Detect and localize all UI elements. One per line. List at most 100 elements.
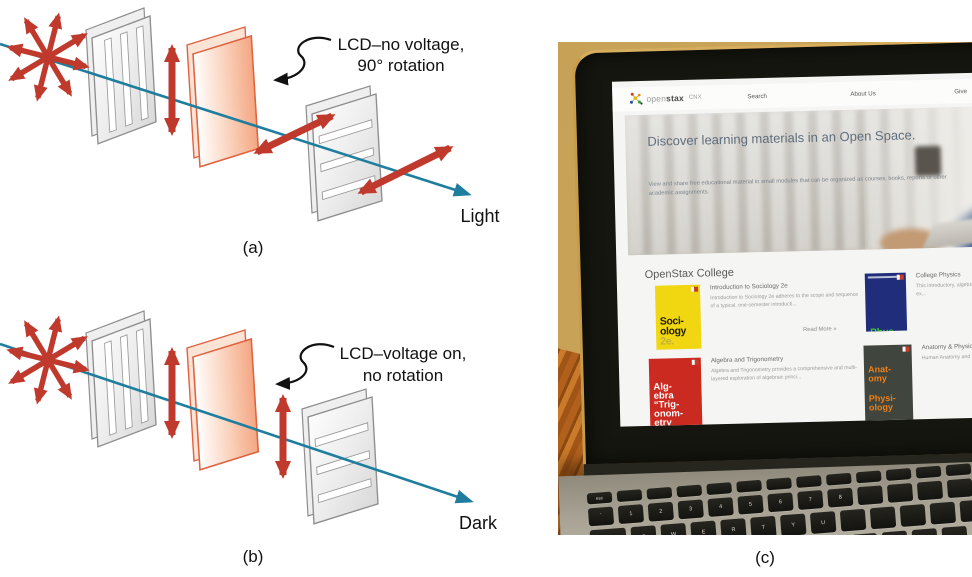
key: ` <box>587 506 615 527</box>
book-description: This introductory, algebra-based... is g… <box>915 280 972 298</box>
nav-about-us: About Us <box>850 90 876 98</box>
key <box>706 482 733 496</box>
callout-arrow-a <box>273 36 332 86</box>
book-algebra-trigonometry: Alg- ebra “Trig- onom- etry Algebra and … <box>648 354 863 427</box>
key <box>945 463 972 477</box>
openstax-logo: openstax CNX <box>628 90 702 107</box>
cover-subtext: “Trig- onom- etry <box>653 399 684 427</box>
cover-logo-chip <box>896 274 904 280</box>
book-cover-physics: Phys- ics <box>864 272 908 332</box>
key: W <box>660 522 687 535</box>
polarizer-vertical-b <box>85 310 157 448</box>
logo-cnx: CNX <box>688 94 702 101</box>
key <box>855 470 882 484</box>
key <box>915 465 942 479</box>
book-title: Anatomy & Physiology <box>921 342 972 352</box>
read-more-link: Read More » <box>802 326 837 334</box>
lcd-diagram-no-voltage: LCD–no voltage, 90° rotation Light (a) <box>0 7 500 257</box>
book-description: Human Anatomy and Physi... anatomy and p… <box>921 352 972 362</box>
cover-logo-chip <box>902 346 910 352</box>
slit <box>120 334 133 430</box>
book-cover-sociology: Soci- ology 2e. <box>654 284 702 350</box>
key: Y <box>779 513 807 535</box>
key-tab: tab <box>589 527 628 535</box>
slit <box>317 478 372 504</box>
key <box>766 477 792 491</box>
key <box>869 506 897 530</box>
book-physics: Phys- ics College Physics This introduct… <box>864 269 972 332</box>
slit <box>314 422 369 448</box>
key: 2 <box>647 501 674 522</box>
key: R <box>720 518 747 535</box>
book-cover-anatomy: Anat- omy Physi- ology <box>863 344 914 427</box>
lcd-panel-b <box>186 329 260 471</box>
lcd-diagram-voltage-on: LCD–voltage on, no rotation Dark (b) <box>0 310 498 566</box>
key <box>916 480 944 501</box>
key <box>929 501 957 525</box>
slit <box>135 328 149 424</box>
result-label-dark: Dark <box>459 513 498 533</box>
key <box>899 504 927 527</box>
key: E <box>690 520 717 535</box>
slit <box>104 37 117 133</box>
key: 8 <box>827 487 854 508</box>
key <box>825 472 852 486</box>
book-title: College Physics <box>915 271 961 280</box>
caption-a: (a) <box>243 238 264 257</box>
callout-arrow-b <box>275 343 335 391</box>
cover-logo-chip <box>690 286 699 292</box>
key <box>616 489 643 503</box>
key <box>885 468 912 481</box>
lcd-label-b-line2: no rotation <box>363 366 443 385</box>
logo-wordmark: openstax <box>646 92 684 104</box>
lcd-panel-a <box>186 26 260 168</box>
nav-search: Search <box>747 92 768 101</box>
key <box>946 478 972 499</box>
key <box>941 525 969 535</box>
laptop-lid: openstax CNX Search About Us Give <box>571 42 972 465</box>
result-label-light: Light <box>460 206 499 226</box>
slit <box>120 31 133 127</box>
key <box>676 484 703 498</box>
cover-text: Phys- ics <box>870 326 897 331</box>
key <box>646 486 673 500</box>
polarizer-horizontal-b <box>301 388 379 525</box>
cover-subtext: 2e. <box>660 335 674 348</box>
slit <box>104 340 117 436</box>
openstax-molecule-icon <box>629 92 643 105</box>
book-description: Introduction to Sociology 2e adheres to … <box>710 291 859 310</box>
unpolarized-light-star-b <box>6 315 90 405</box>
book-sociology: Soci- ology 2e. Introduction to Sociolog… <box>654 281 862 350</box>
output-polarization-arrow-a <box>357 144 454 196</box>
key <box>911 528 939 535</box>
key: 7 <box>797 490 824 510</box>
key <box>796 475 822 489</box>
cover-logo-chip <box>691 359 699 365</box>
section-title: OpenStax College <box>644 266 735 281</box>
cover-subtext: Physi- ology <box>868 393 896 413</box>
key <box>736 479 762 493</box>
lcd-label-a-line2: 90° rotation <box>357 56 444 75</box>
slit <box>135 25 149 121</box>
key <box>959 499 972 523</box>
book-anatomy-physiology: Anat- omy Physi- ology Anatomy & Physiol… <box>863 341 972 427</box>
key: 1 <box>617 504 645 525</box>
cover-text: Soci- ology <box>659 314 687 338</box>
key: T <box>750 515 777 535</box>
hero-photo-cart <box>914 145 942 177</box>
caption-c: (c) <box>755 548 775 567</box>
key: U <box>809 511 837 535</box>
key <box>839 508 867 532</box>
book-cover-algebra: Alg- ebra “Trig- onom- etry <box>648 357 703 427</box>
book-title: Algebra and Trigonometry <box>710 355 784 365</box>
key: esc <box>586 491 613 505</box>
site-header: openstax CNX Search About Us Give <box>612 77 972 112</box>
nav-give: Give <box>954 88 968 96</box>
laptop-screen: openstax CNX Search About Us Give <box>611 71 972 427</box>
hero-banner: Discover learning materials in an Open S… <box>624 104 972 256</box>
key: 3 <box>677 499 704 520</box>
key: 5 <box>737 494 764 515</box>
openstax-website: openstax CNX Search About Us Give <box>612 71 972 427</box>
key <box>881 530 909 535</box>
